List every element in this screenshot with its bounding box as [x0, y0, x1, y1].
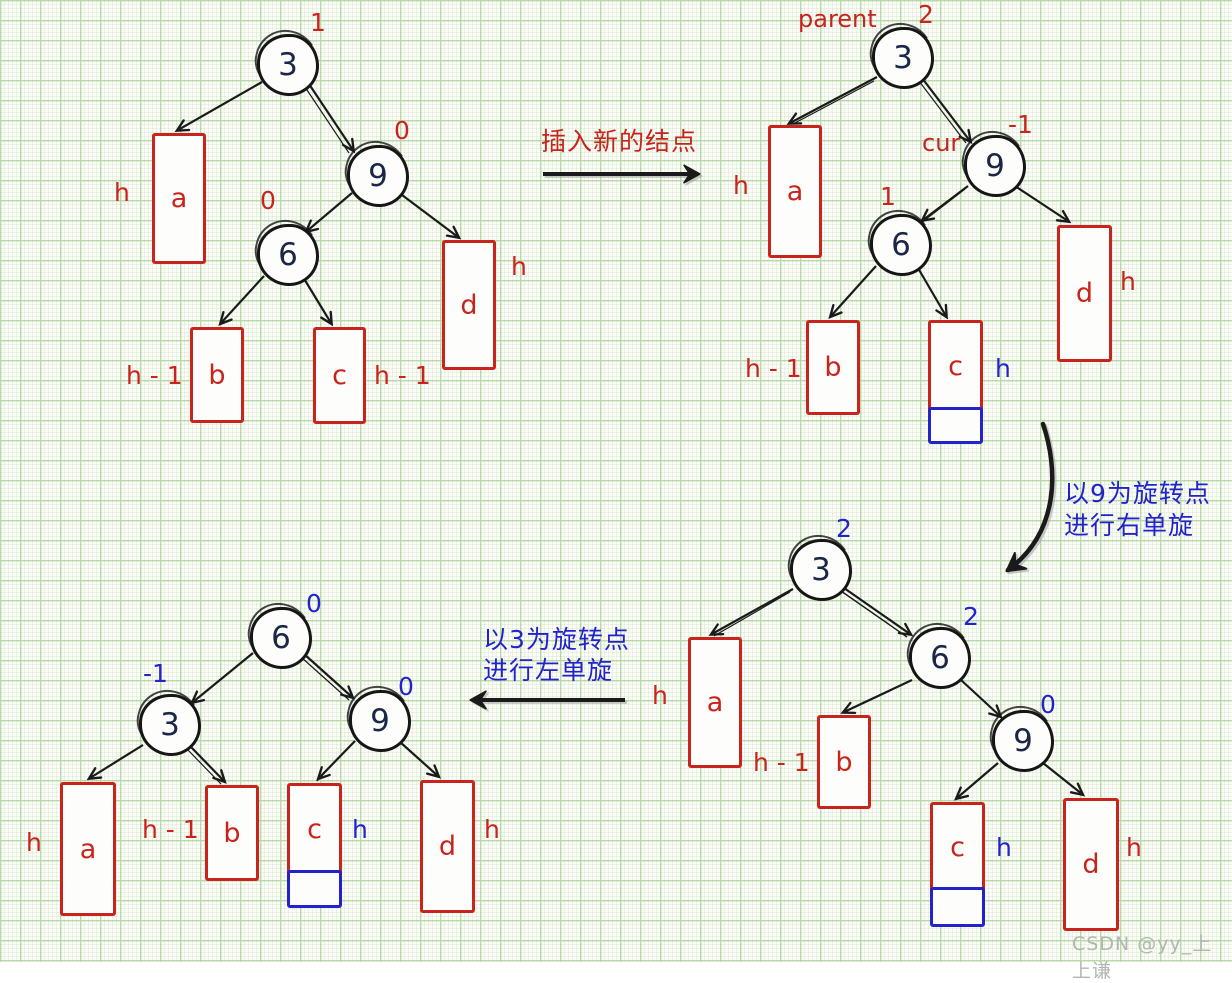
- caption-insert-node: 插入新的结点: [541, 127, 698, 156]
- subtree-box-c: c: [287, 783, 342, 876]
- subtree-box-a: a: [152, 133, 206, 264]
- height-label: h - 1: [374, 361, 431, 390]
- tree-node-3: 3: [139, 694, 201, 756]
- balance-factor-label: -1: [143, 659, 168, 688]
- height-label: h - 1: [142, 815, 199, 844]
- right-rotate-step-arrow: [1005, 421, 1055, 573]
- subtree-box-b: b: [806, 320, 860, 415]
- height-label: h: [352, 815, 368, 844]
- balance-factor-label: 1: [880, 182, 896, 211]
- avl-rotation-diagram: 插入新的结点 以9为旋转点 进行右单旋 以3为旋转点 进行左单旋 1 3 0 9…: [0, 0, 1232, 962]
- tree-node-6: 6: [250, 607, 312, 669]
- caption-rotate3-line1: 以3为旋转点: [483, 625, 630, 654]
- tree-node-3: 3: [872, 27, 934, 89]
- subtree-box-d: d: [1057, 225, 1112, 362]
- balance-factor-label: 0: [260, 186, 276, 215]
- balance-factor-label: 2: [963, 602, 979, 631]
- tree-node-6: 6: [257, 224, 319, 286]
- subtree-box-c-new-node: [287, 870, 342, 908]
- tree-after-left-rotation-edges: [86, 652, 441, 785]
- tree-node-6: 6: [909, 627, 971, 689]
- caption-rotate9-line2: 进行右单旋: [1064, 511, 1195, 540]
- subtree-box-d: d: [1063, 798, 1119, 931]
- height-label: h: [733, 171, 749, 200]
- subtree-box-d: d: [442, 240, 496, 370]
- subtree-box-b: b: [817, 715, 871, 809]
- subtree-box-c: c: [928, 320, 983, 413]
- balance-factor-label: 1: [310, 8, 326, 37]
- height-label: h - 1: [753, 748, 810, 777]
- height-label: h - 1: [126, 361, 183, 390]
- subtree-box-a: a: [60, 782, 116, 916]
- tree-node-6: 6: [870, 214, 932, 276]
- tree-node-9: 9: [964, 135, 1026, 197]
- balance-factor-label: 2: [836, 514, 852, 543]
- tree-node-3: 3: [790, 539, 852, 601]
- height-label: h - 1: [745, 354, 802, 383]
- subtree-box-c-new-node: [930, 887, 985, 927]
- tree-after-insert-edges: [786, 76, 1072, 320]
- balance-factor-label: 0: [394, 116, 410, 145]
- height-label: h: [996, 833, 1012, 862]
- caption-rotate3-line2: 进行左单旋: [483, 656, 614, 685]
- balance-factor-label: 0: [398, 672, 414, 701]
- balance-factor-label: 0: [306, 589, 322, 618]
- tree-before-insert-edges: [174, 80, 462, 327]
- height-label: h: [484, 815, 500, 844]
- tree-node-3: 3: [257, 34, 319, 96]
- subtree-box-a: a: [768, 125, 822, 258]
- tree-node-9: 9: [992, 710, 1054, 772]
- subtree-box-a: a: [688, 637, 742, 768]
- subtree-box-b: b: [205, 785, 259, 881]
- tree-node-9: 9: [349, 690, 411, 752]
- balance-factor-label: 2: [918, 0, 934, 29]
- subtree-box-d: d: [420, 780, 475, 913]
- height-label: h: [511, 252, 527, 281]
- subtree-box-c-new-node: [928, 407, 983, 444]
- tree-edges-layer: [86, 76, 1086, 801]
- csdn-watermark: CSDN @yy_上上谦: [1072, 933, 1213, 982]
- parent-pointer-label: parent: [798, 5, 877, 33]
- tree-after-right-rotation-edges: [708, 587, 1086, 801]
- subtree-box-b: b: [190, 327, 244, 423]
- height-label: h: [995, 354, 1011, 383]
- height-label: h: [1126, 833, 1142, 862]
- height-label: h: [652, 681, 668, 710]
- caption-rotate9-line1: 以9为旋转点: [1064, 479, 1211, 508]
- height-label: h: [1120, 267, 1136, 296]
- balance-factor-label: 0: [1040, 690, 1056, 719]
- tree-node-9: 9: [347, 145, 409, 207]
- subtree-box-c: c: [930, 802, 985, 893]
- cur-pointer-label: cur: [922, 129, 961, 157]
- subtree-box-c: c: [313, 327, 366, 424]
- height-label: h: [114, 178, 130, 207]
- balance-factor-label: -1: [1008, 110, 1033, 139]
- height-label: h: [26, 828, 42, 857]
